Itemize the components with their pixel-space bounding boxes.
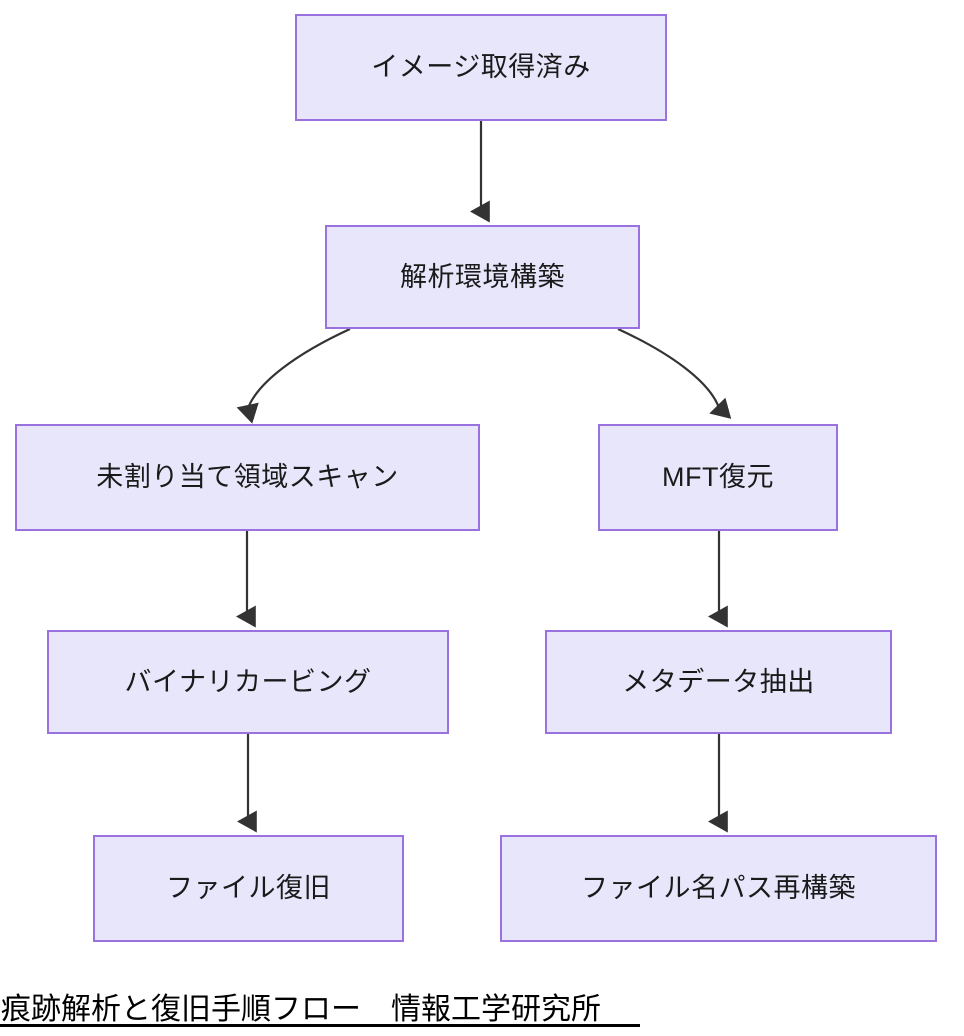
node-binary-carving[interactable]: バイナリカービング (47, 630, 449, 734)
node-mft-restore[interactable]: MFT復元 (598, 424, 838, 531)
edge-env-to-mft-restore (617, 328, 732, 419)
edge-env-to-unallocated-scan (236, 328, 351, 424)
node-label: ファイル復旧 (166, 873, 331, 904)
node-label: バイナリカービング (124, 666, 372, 697)
node-file-recovery[interactable]: ファイル復旧 (93, 835, 404, 942)
caption: 痕跡解析と復旧手順フロー 情報工学研究所 (0, 984, 964, 1032)
node-label: 解析環境構築 (400, 261, 565, 292)
node-image-acquired[interactable]: イメージ取得済み (295, 14, 667, 121)
node-label: MFT復元 (662, 462, 774, 493)
node-analysis-env-setup[interactable]: 解析環境構築 (325, 225, 640, 329)
node-label: 未割り当て領域スキャン (96, 462, 399, 493)
caption-text: 痕跡解析と復旧手順フロー 情報工学研究所 (1, 993, 601, 1026)
node-label: メタデータ抽出 (622, 666, 815, 697)
node-metadata-extraction[interactable]: メタデータ抽出 (545, 630, 892, 734)
node-unallocated-area-scan[interactable]: 未割り当て領域スキャン (15, 424, 480, 531)
caption-underline (0, 1024, 640, 1027)
node-label: イメージ取得済み (371, 52, 591, 83)
node-filename-path-rebuild[interactable]: ファイル名パス再構築 (500, 835, 937, 942)
node-label: ファイル名パス再構築 (581, 873, 856, 904)
